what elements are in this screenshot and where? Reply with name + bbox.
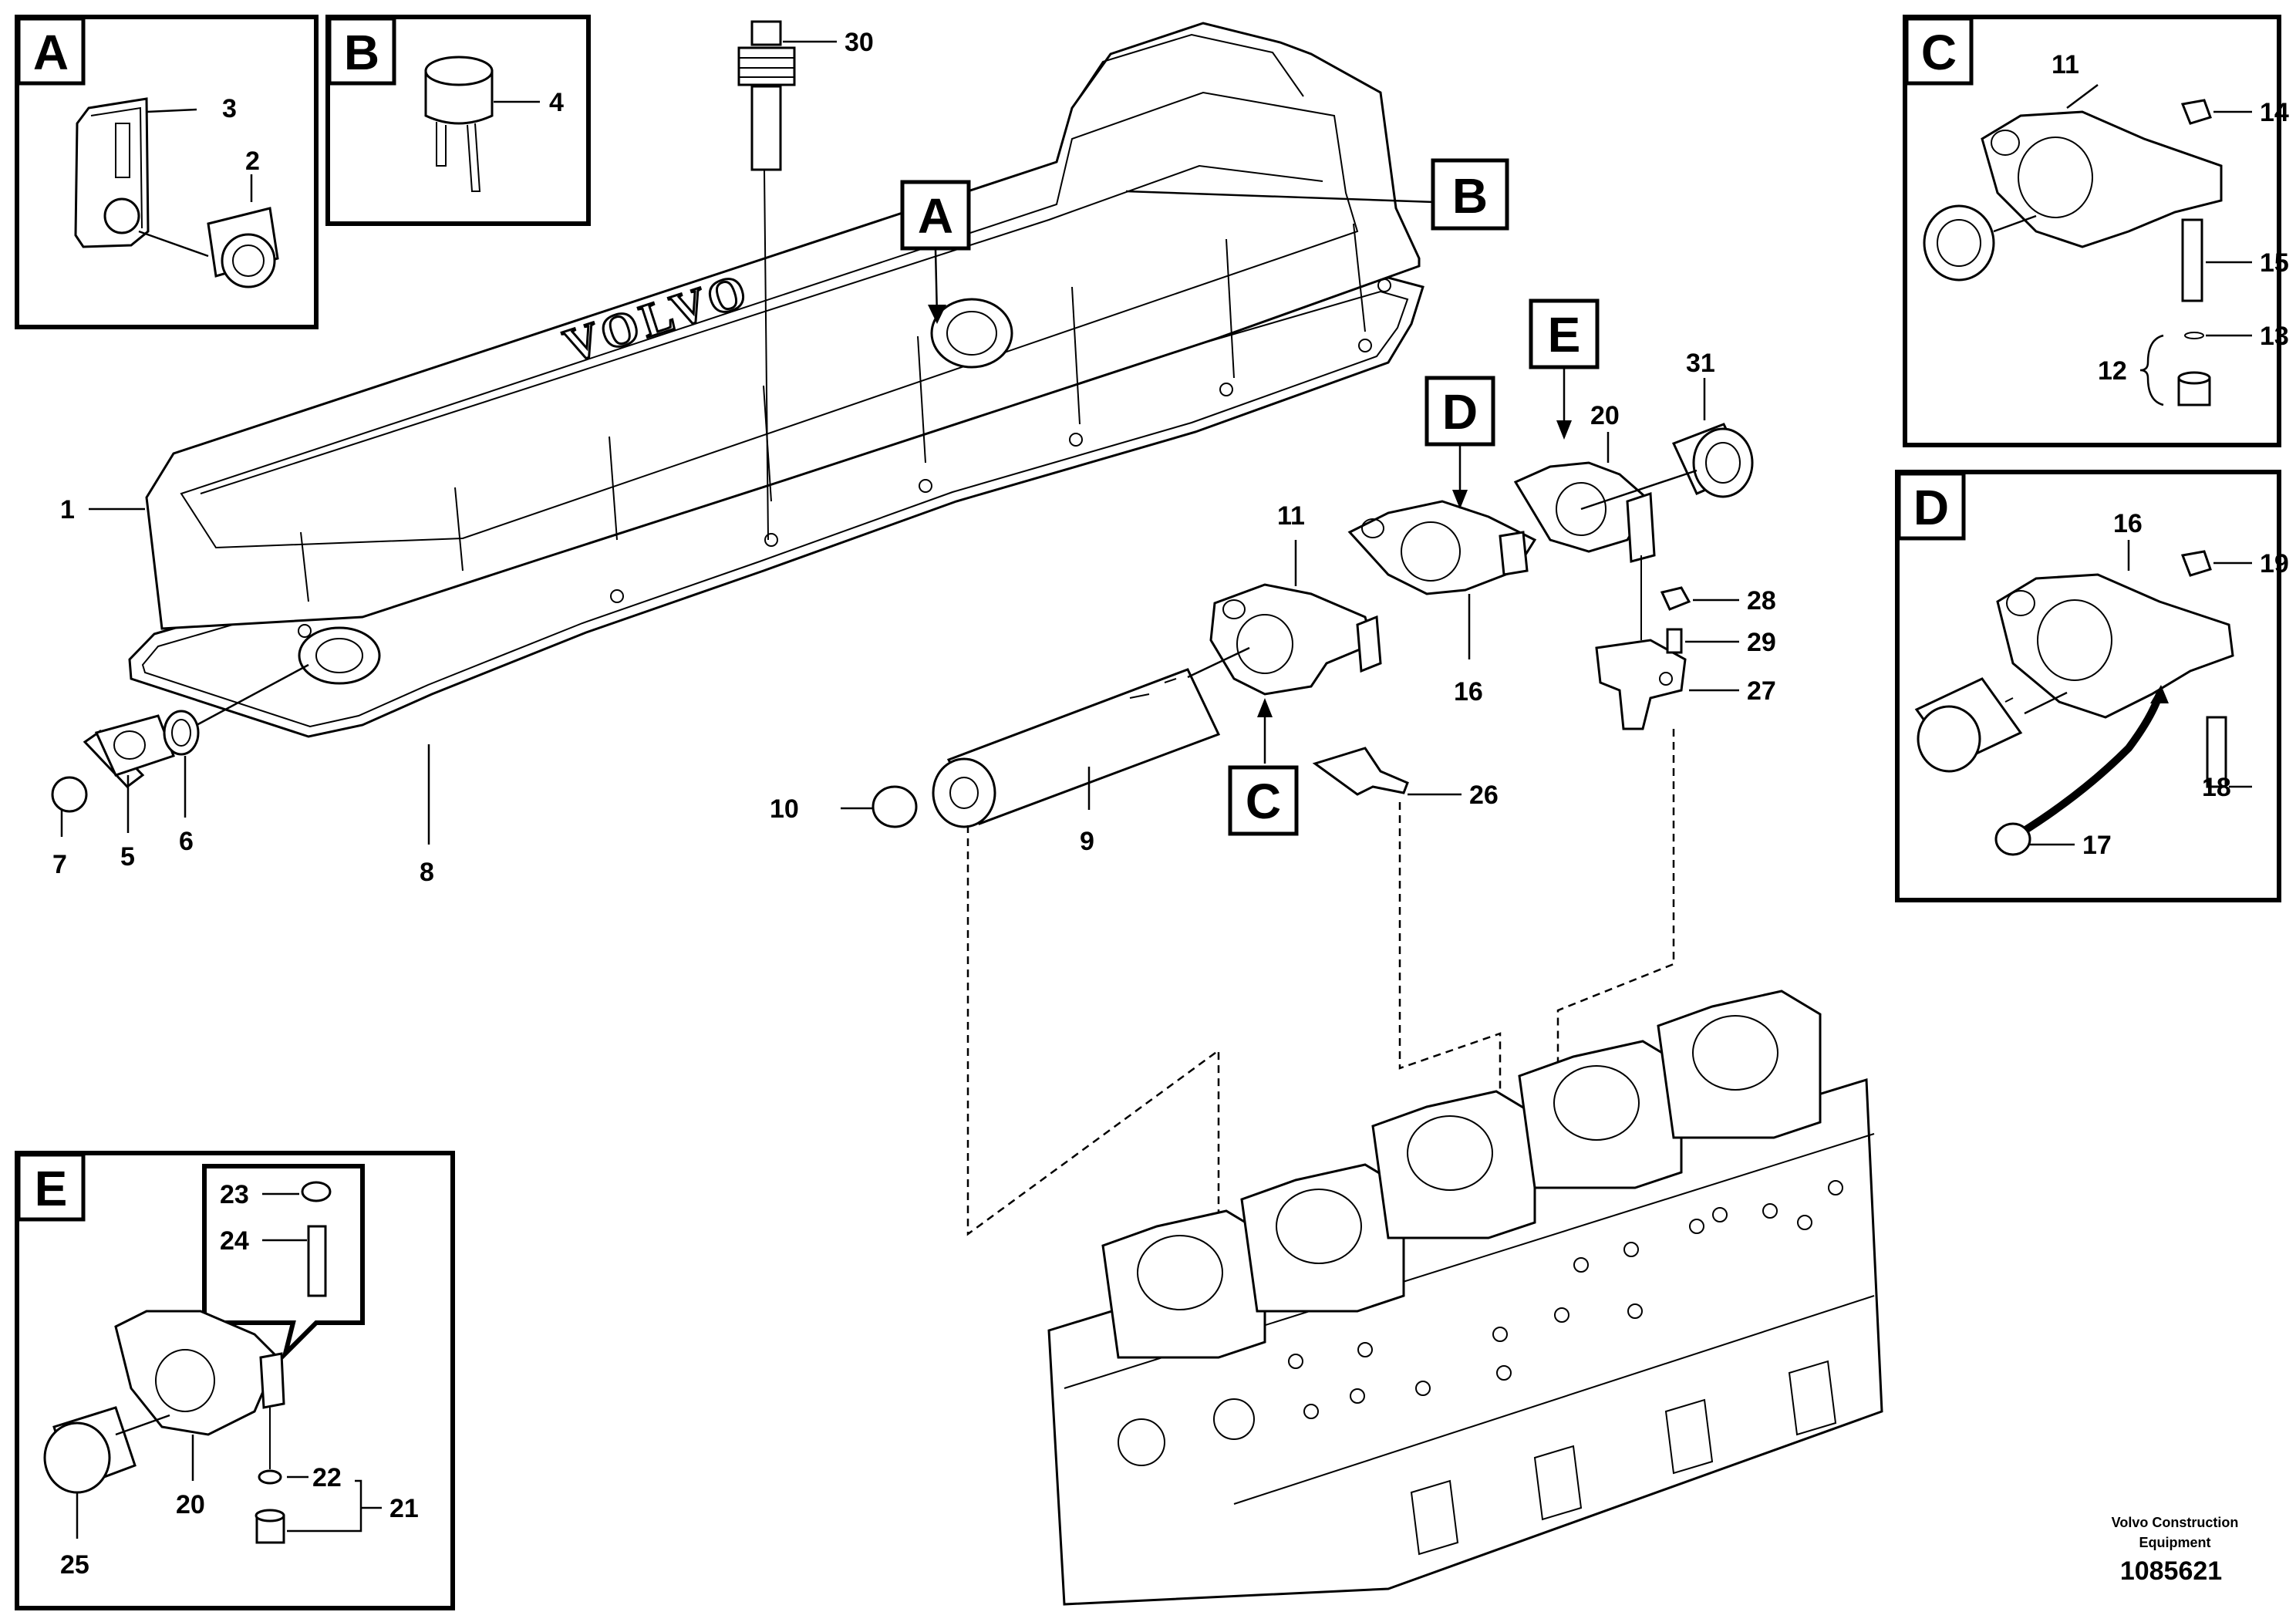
callout-2: 2	[245, 147, 260, 176]
detail-frame-d: D 16 19 18 17	[1895, 470, 2289, 902]
callout-4: 4	[549, 88, 564, 117]
plug-part	[424, 56, 494, 192]
credit-line-1: Volvo Construction	[2112, 1515, 2239, 1530]
bushing-part	[207, 207, 279, 288]
callout-9: 9	[1080, 827, 1094, 856]
callout-25: 25	[60, 1550, 89, 1580]
callout-12: 12	[2098, 356, 2127, 386]
detail-frame-b-label: B	[344, 25, 379, 80]
detail-frame-e: E 23 24 20 25 22 21	[15, 1151, 455, 1610]
callout-11-main: 11	[1277, 501, 1305, 531]
cylinder-head	[1047, 990, 1883, 1606]
callout-18: 18	[2202, 773, 2231, 802]
callout-20-main: 20	[1590, 401, 1620, 430]
detail-frame-e-label: E	[35, 1161, 68, 1216]
detail-pointer-e: E	[1529, 298, 1600, 440]
credit-block: Volvo Construction Equipment 1085621	[2112, 1515, 2239, 1586]
detail-pointer-b-label: B	[1452, 168, 1488, 224]
detail-frame-a-label: A	[33, 25, 69, 80]
callout-29: 29	[1747, 628, 1776, 657]
callout-30: 30	[845, 28, 874, 57]
callout-28: 28	[1747, 586, 1776, 615]
head-bolts	[1288, 1180, 1843, 1419]
oil-dipstick-part: 30	[737, 20, 874, 541]
detail-frame-c-label: C	[1921, 25, 1957, 80]
detail-pointer-d: D	[1424, 376, 1495, 509]
callout-14: 14	[2260, 98, 2289, 127]
detail-pointer-a-label: A	[918, 188, 953, 244]
rocker-shaft-assembly: 10 9 11 16 20 31 27	[770, 349, 1776, 856]
callout-11-detail-c: 11	[2052, 50, 2079, 79]
detail-pointer-b: B	[1125, 158, 1509, 231]
detail-frame-b: B 4	[325, 15, 591, 226]
detail-frame-a: A 3 2	[15, 15, 319, 329]
detail-pointer-c: C	[1228, 698, 1299, 836]
document-number: 1085621	[2120, 1556, 2222, 1586]
callout-20-detail-e: 20	[176, 1490, 205, 1519]
rocker-supports	[1101, 990, 1822, 1359]
callout-26: 26	[1469, 781, 1499, 810]
breather-parts: 7 5 6	[51, 663, 309, 879]
callout-8: 8	[420, 858, 434, 887]
callout-1: 1	[60, 495, 75, 524]
callout-10: 10	[770, 794, 799, 824]
detail-pointer-e-label: E	[1548, 307, 1581, 363]
callout-6: 6	[179, 827, 194, 856]
callout-24: 24	[220, 1226, 249, 1256]
callout-31: 31	[1686, 349, 1715, 378]
callout-13: 13	[2260, 322, 2289, 351]
detail-frame-d-label: D	[1913, 480, 1949, 535]
gasket-part	[128, 276, 1424, 738]
callout-17: 17	[2082, 831, 2112, 860]
detail-pointer-a: A	[900, 180, 971, 324]
callout-7: 7	[52, 850, 67, 879]
callout-21: 21	[389, 1494, 419, 1523]
callout-3: 3	[222, 94, 237, 123]
detail-pointer-d-label: D	[1442, 384, 1478, 440]
callout-22: 22	[312, 1463, 342, 1492]
callout-27: 27	[1747, 676, 1776, 706]
detail-pointer-c-label: C	[1246, 774, 1281, 829]
callout-15: 15	[2260, 248, 2289, 278]
valve-cover: VOLVO	[128, 22, 1424, 738]
bracket-part	[74, 97, 150, 248]
callout-16-detail-d: 16	[2113, 509, 2143, 538]
callout-16-main: 16	[1454, 677, 1483, 706]
callout-23: 23	[220, 1180, 249, 1209]
cover-bolt-holes	[298, 278, 1391, 638]
callout-19: 19	[2260, 549, 2289, 578]
callout-5: 5	[120, 842, 135, 872]
credit-line-2: Equipment	[2139, 1535, 2211, 1550]
detail-frame-c: C 11 14 15 13 12	[1903, 15, 2289, 447]
